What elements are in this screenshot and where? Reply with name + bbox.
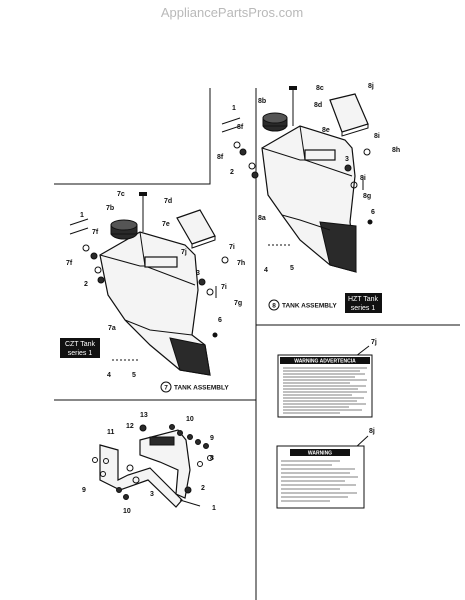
hzt-label-4: 4 — [264, 267, 268, 274]
bracket-label-12: 12 — [126, 423, 134, 430]
czt-label-7f-a: 7f — [92, 229, 99, 236]
czt-badge-line2: series 1 — [68, 350, 93, 357]
czt-label-7i-b: 7i — [221, 284, 227, 291]
panel-dividers — [54, 88, 460, 600]
bracket-label-10: 10 — [186, 416, 194, 423]
hzt-hardware — [221, 117, 373, 246]
watermark-text: AppliancePartsPros.com — [161, 5, 303, 20]
bracket-hardware — [92, 424, 213, 507]
czt-label-7b: 7b — [106, 205, 114, 212]
czt-label-7g: 7g — [234, 300, 242, 307]
hzt-label-8h: 8h — [392, 147, 400, 154]
czt-label-7a: 7a — [108, 325, 116, 332]
czt-label-7c: 7c — [117, 191, 125, 198]
czt-label-5: 5 — [132, 372, 136, 379]
hzt-caption-number: 8 — [272, 303, 276, 310]
czt-badge-line1: CZT Tank — [65, 341, 96, 348]
czt-caption-circle — [160, 381, 172, 393]
hzt-label-8a: 8a — [258, 215, 266, 222]
hzt-label-8e: 8e — [322, 127, 330, 134]
decal-8j-label: 8j — [369, 428, 375, 435]
decal-8j-fine-print — [281, 460, 358, 502]
czt-caption: TANK ASSEMBLY — [174, 385, 229, 392]
hzt-label-3: 3 — [345, 156, 349, 163]
czt-label-7j: 7j — [181, 249, 187, 256]
hzt-label-8i-a: 8i — [374, 133, 380, 140]
hzt-cover-plate — [329, 93, 369, 133]
bracket-label-3: 3 — [150, 491, 154, 498]
warning-decal-8j: 8j WARNING — [276, 428, 375, 509]
czt-label-7f-b: 7f — [66, 260, 73, 267]
decal-7j-header — [280, 357, 370, 364]
hzt-tank-side-shadow — [319, 221, 357, 273]
bracket-label-9-b: 9 — [210, 435, 214, 442]
decal-8j-title: WARNING — [308, 451, 332, 457]
czt-label-7i-a: 7i — [229, 244, 235, 251]
czt-tank-assembly: CZT Tank series 1 7 TANK ASSEMBLY 7c 7d … — [60, 191, 245, 393]
czt-label-7h: 7h — [237, 260, 245, 267]
czt-caption-number: 7 — [164, 385, 168, 392]
decal-7j-title: WARNING ADVERTENCIA — [294, 359, 356, 365]
czt-tank-top-panel — [144, 256, 178, 268]
bracket-cross-member — [149, 436, 175, 446]
hzt-fuel-cap — [262, 112, 288, 132]
bracket-label-1: 1 — [212, 505, 216, 512]
bracket-label-11: 11 — [107, 429, 115, 436]
hzt-label-2: 2 — [230, 169, 234, 176]
bracket-label-2: 2 — [201, 485, 205, 492]
czt-cover-plate — [176, 209, 216, 245]
hzt-tank-assembly: HZT Tank series 1 8 TANK ASSEMBLY 8c 8d … — [217, 83, 400, 313]
czt-label-2: 2 — [84, 281, 88, 288]
hzt-caption: TANK ASSEMBLY — [282, 303, 337, 310]
hzt-label-8b: 8b — [258, 98, 266, 105]
bracket-label-13: 13 — [140, 412, 148, 419]
czt-label-3: 3 — [196, 270, 200, 277]
czt-hardware — [69, 218, 229, 361]
decal-8j-header — [290, 449, 350, 456]
bracket-label-8: 8 — [210, 455, 214, 462]
bracket-left-plate — [99, 444, 183, 508]
hzt-label-8f-a: 8f — [237, 124, 244, 131]
czt-label-1: 1 — [80, 212, 84, 219]
decal-7j-fine-print — [283, 367, 367, 414]
czt-tank-side-shadow — [169, 337, 211, 376]
czt-series-badge — [60, 338, 100, 358]
hzt-label-6: 6 — [371, 209, 375, 216]
bracket-label-10-b: 10 — [123, 508, 131, 515]
czt-label-6: 6 — [218, 317, 222, 324]
decal-7j-label: 7j — [371, 339, 377, 346]
hzt-label-8c: 8c — [316, 85, 324, 92]
hzt-label-8i-b: 8i — [360, 175, 366, 182]
czt-label-4: 4 — [107, 372, 111, 379]
hzt-label-5: 5 — [290, 265, 294, 272]
hzt-tank-top-panel — [304, 149, 336, 161]
hzt-badge-line2: series 1 — [351, 305, 376, 312]
hzt-label-8f-b: 8f — [217, 154, 224, 161]
mounting-bracket-assembly: 13 12 10 11 9 9 8 3 2 1 10 — [82, 412, 216, 515]
hzt-label-8g: 8g — [363, 193, 371, 200]
hzt-badge-line1: HZT Tank — [348, 296, 379, 303]
warning-decal-7j: 7j WARNING ADVERTENCIA — [277, 339, 377, 418]
czt-fuel-cap — [110, 219, 138, 240]
czt-label-7e: 7e — [162, 221, 170, 228]
hzt-caption-circle — [268, 299, 280, 311]
hzt-label-8d: 8d — [314, 102, 322, 109]
czt-label-7d: 7d — [164, 198, 172, 205]
hzt-label-8j: 8j — [368, 83, 374, 90]
bracket-label-9-a: 9 — [82, 487, 86, 494]
hzt-series-badge — [345, 293, 382, 313]
hzt-label-1: 1 — [232, 105, 236, 112]
